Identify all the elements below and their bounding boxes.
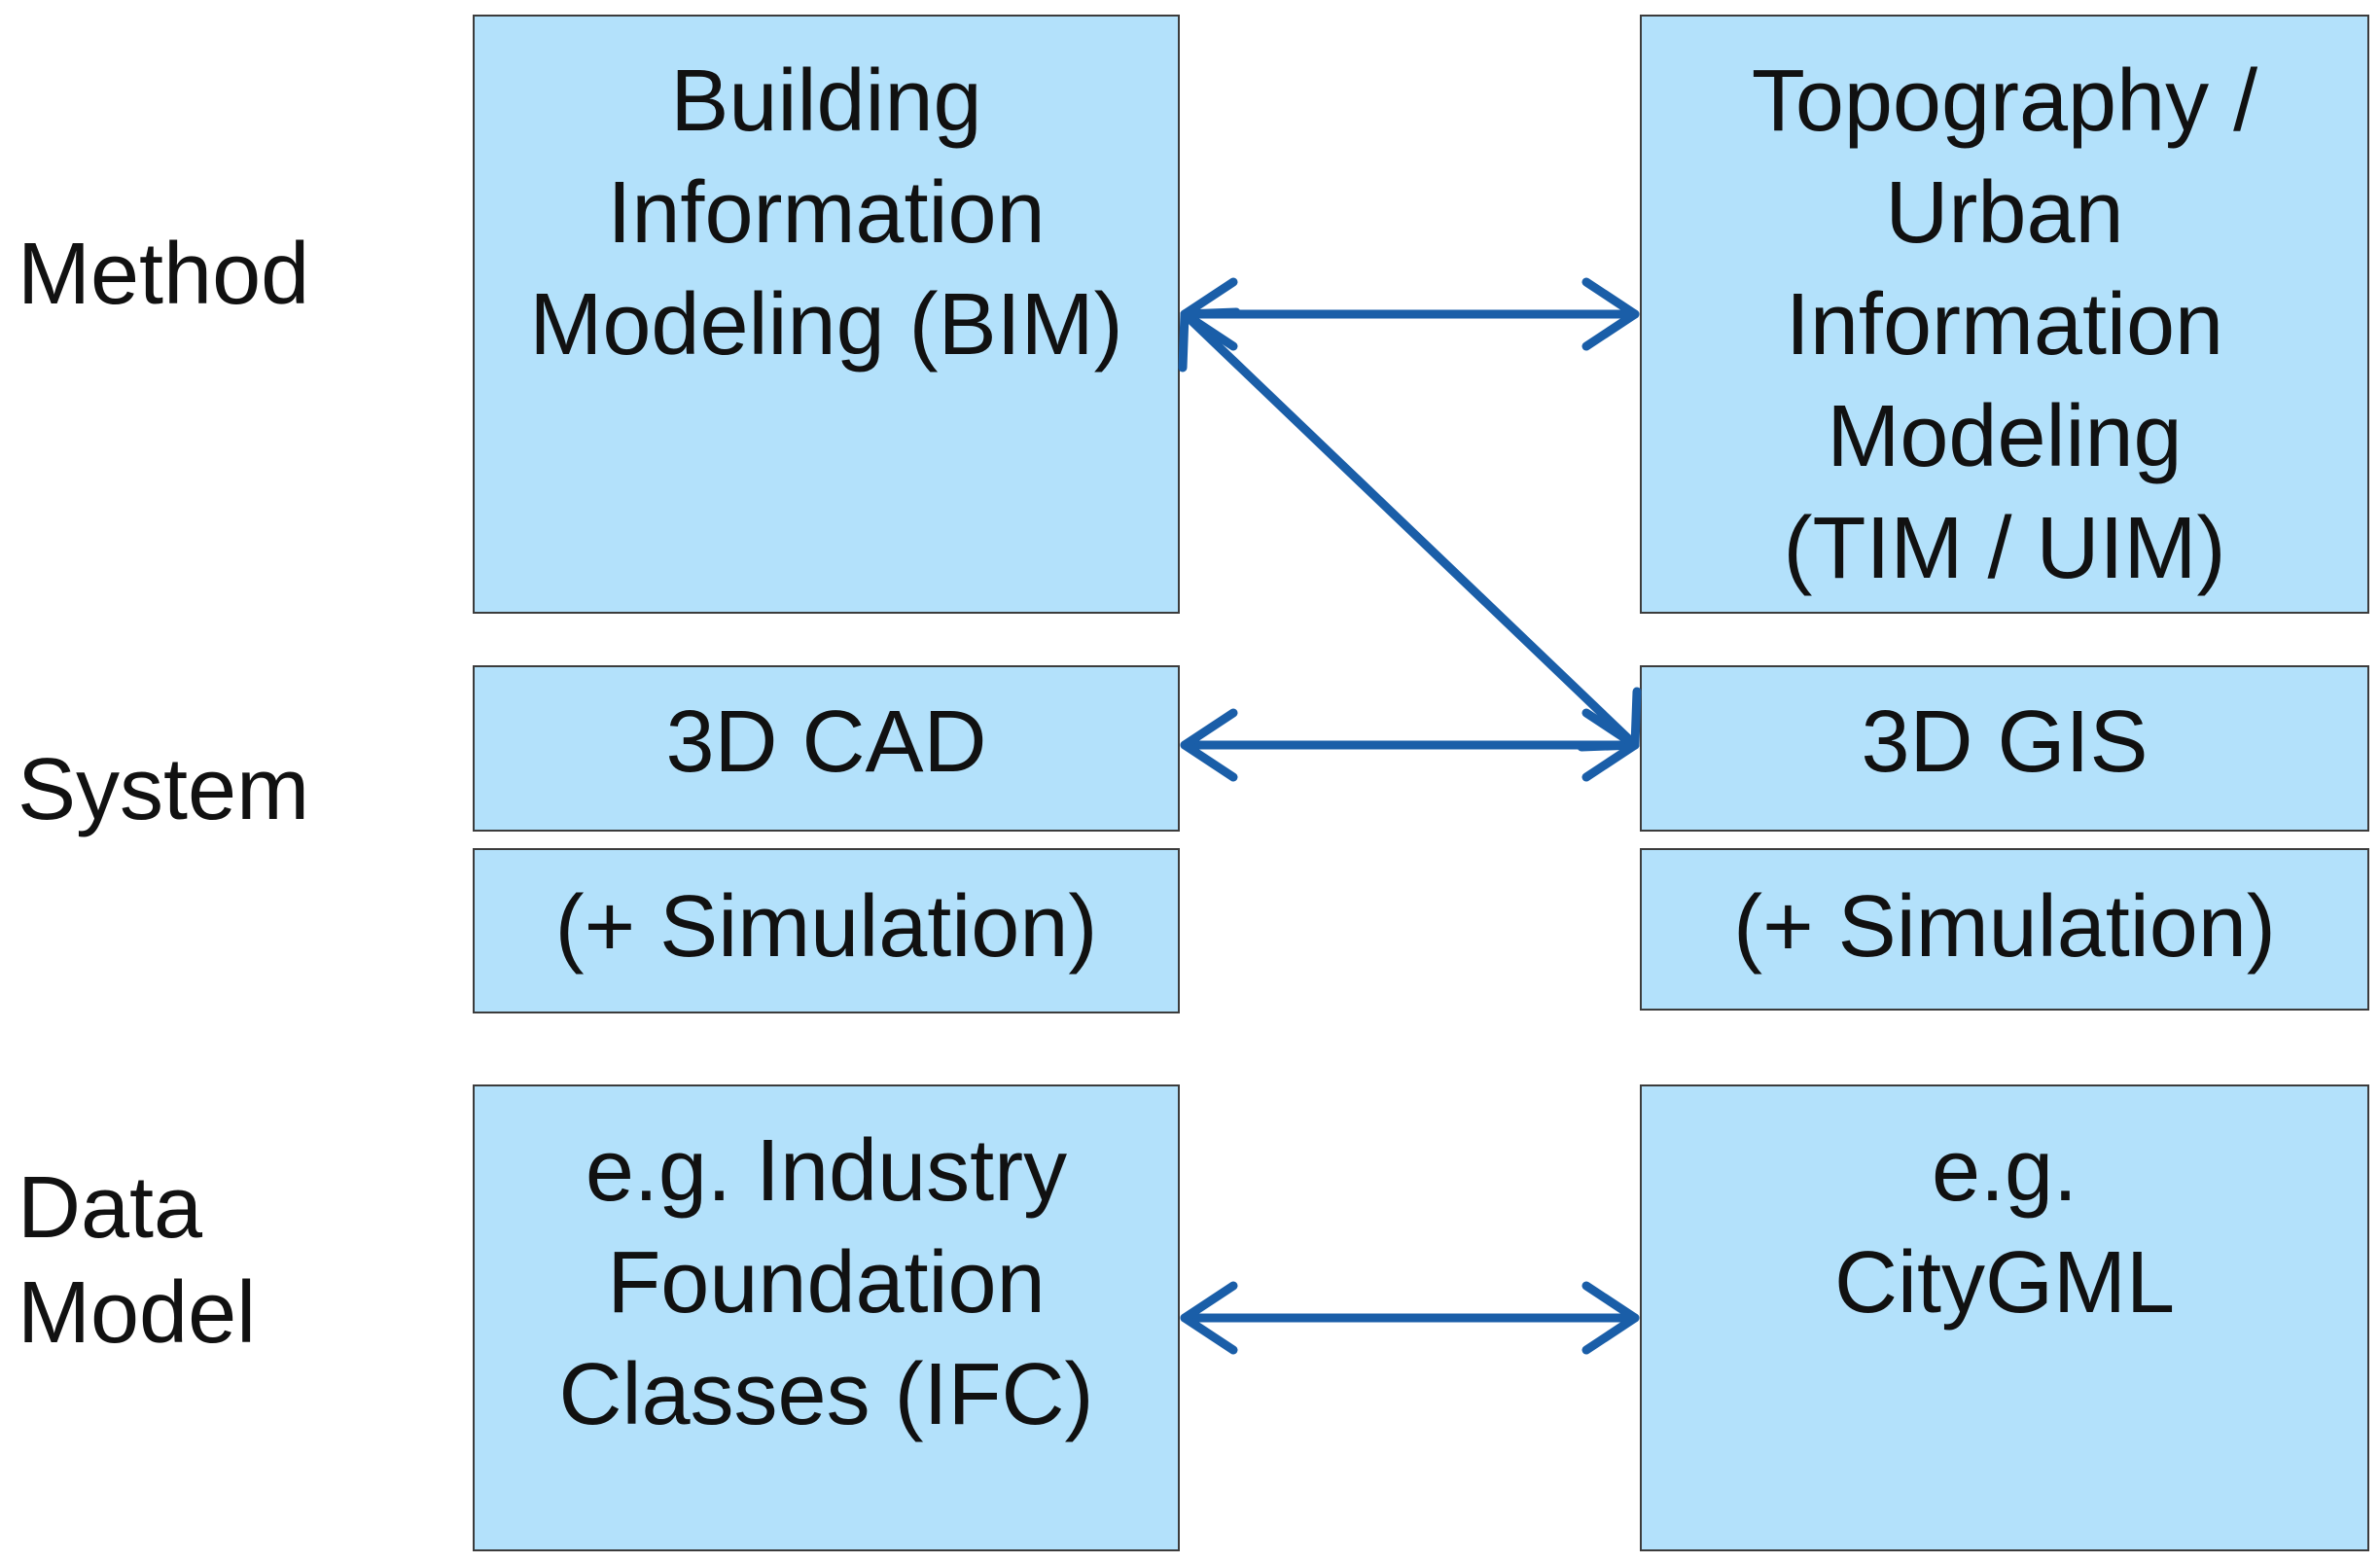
citygml-box: e.g. CityGML	[1640, 1084, 2369, 1551]
ifc-box: e.g. Industry Foundation Classes (IFC)	[473, 1084, 1180, 1551]
gis-label: 3D GIS	[1861, 693, 2149, 791]
tim-uim-box: Topography / Urban Information Modeling …	[1640, 15, 2369, 614]
citygml-label: e.g. CityGML	[1833, 1122, 2176, 1332]
ifc-label: e.g. Industry Foundation Classes (IFC)	[558, 1122, 1094, 1443]
arrow-cad-gis	[1180, 708, 1640, 782]
bim-label: Building Information Modeling (BIM)	[529, 53, 1123, 373]
cad-simulation-label: (+ Simulation)	[554, 878, 1098, 976]
arrow-bim-gis	[1178, 307, 1642, 752]
gis-simulation-box: (+ Simulation)	[1640, 848, 2369, 1011]
row-label-data-model-line2: Model	[18, 1264, 257, 1362]
cad-simulation-box: (+ Simulation)	[473, 848, 1180, 1013]
cad-box: 3D CAD	[473, 665, 1180, 832]
row-label-system: System	[18, 741, 310, 838]
tim-uim-label: Topography / Urban Information Modeling …	[1751, 53, 2258, 597]
row-label-data-model: Data Model	[18, 1155, 256, 1366]
row-label-data-model-line1: Data	[18, 1159, 203, 1257]
arrow-ifc-citygml	[1180, 1281, 1640, 1355]
gis-box: 3D GIS	[1640, 665, 2369, 832]
gis-simulation-label: (+ Simulation)	[1733, 878, 2276, 976]
row-label-method: Method	[18, 226, 310, 323]
cad-label: 3D CAD	[665, 693, 987, 791]
arrow-bim-tim	[1180, 277, 1640, 351]
bim-box: Building Information Modeling (BIM)	[473, 15, 1180, 614]
